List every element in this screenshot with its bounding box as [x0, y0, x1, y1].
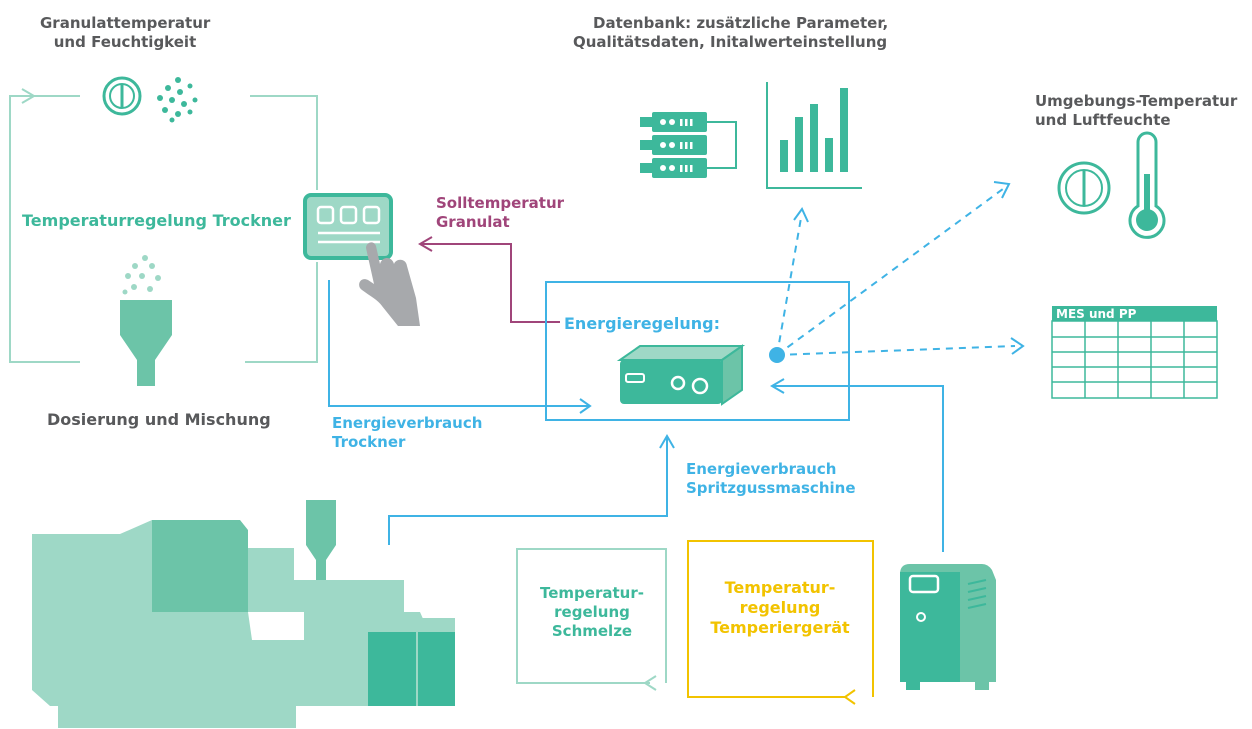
- bar-chart-icon: [766, 82, 862, 189]
- thermometer-icon: [1128, 131, 1166, 239]
- data-connection-lines: [776, 185, 1016, 356]
- temperaturregelung-trockner-label: Temperaturregelung Trockner: [22, 211, 291, 230]
- temperiergeraet-line-2: regelung: [739, 598, 821, 617]
- dosing-hopper-icon: [120, 300, 172, 386]
- temperiergeraet-line-1: Temperatur-: [724, 578, 836, 597]
- schmelze-line-3: Schmelze: [551, 622, 633, 640]
- tempering-energy-arrow: [770, 378, 944, 552]
- energieverbrauch-trockner-line-1: Energieverbrauch: [332, 414, 483, 432]
- temperaturregelung-schmelze-label: Temperatur- regelung Schmelze: [522, 584, 662, 641]
- granules-icon: [157, 77, 198, 123]
- energieverbrauch-trockner-line-2: Trockner: [332, 433, 406, 451]
- energieregelung-label: Energieregelung:: [564, 314, 721, 333]
- energieverbrauch-spritzguss-line-2: Spritzgussmaschine: [686, 479, 856, 497]
- machine-energy-arrow: [388, 434, 675, 545]
- thermometer-dial-icon: [102, 76, 142, 116]
- granulat-label-line-2: und Feuchtigkeit: [53, 33, 197, 51]
- umgebung-label-line-1: Umgebungs-Temperatur: [1035, 92, 1238, 110]
- solltemperatur-label-line-2: Granulat: [436, 213, 510, 231]
- dryer-energy-arrow: [328, 280, 592, 414]
- umgebung-label: Umgebungs-Temperatur und Luftfeuchte: [1035, 92, 1237, 130]
- data-arrowheads: [793, 181, 1025, 355]
- tempering-unit-icon: [900, 564, 996, 690]
- mes-table-icon: [1051, 306, 1218, 399]
- energieverbrauch-spritzguss-label: Energieverbrauch Spritzgussmaschine: [686, 460, 856, 498]
- datenbank-label-line-1: Datenbank: zusätzliche Parameter,: [593, 14, 889, 32]
- setpoint-arrow: [418, 236, 560, 323]
- granules-icon: [122, 255, 161, 295]
- energieverbrauch-spritzguss-line-1: Energieverbrauch: [686, 460, 837, 478]
- datenbank-label-line-2: Qualitätsdaten, Initalwerteinstellung: [573, 33, 888, 51]
- data-hub-dot: [769, 347, 785, 363]
- umgebung-label-line-2: und Luftfeuchte: [1035, 111, 1171, 129]
- hygrometer-dial-icon: [1057, 161, 1111, 215]
- datenbank-label: Datenbank: zusätzliche Parameter, Qualit…: [573, 14, 889, 52]
- mes-label: MES und PP: [1056, 307, 1137, 321]
- temperiergeraet-line-3: Temperiergerät: [710, 618, 850, 637]
- schmelze-line-2: regelung: [554, 603, 630, 621]
- hand-icon: [359, 242, 420, 326]
- temperaturregelung-temperiergeraet-label: Temperatur- regelung Temperiergerät: [694, 578, 866, 638]
- database-server-icon: [640, 112, 737, 178]
- dosierung-label: Dosierung und Mischung: [47, 410, 271, 429]
- energy-control-box: [545, 281, 850, 421]
- control-panel-icon: [303, 193, 393, 260]
- injection-molding-machine-icon: [32, 500, 455, 728]
- melt-control-box: [516, 548, 667, 691]
- tempering-device-box: [687, 540, 874, 705]
- granulat-loop-lines: [9, 88, 318, 363]
- solltemperatur-label-line-1: Solltemperatur: [436, 194, 565, 212]
- granulat-label: Granulattemperatur und Feuchtigkeit: [40, 14, 210, 52]
- controller-device-icon: [616, 344, 746, 406]
- schmelze-line-1: Temperatur-: [540, 584, 644, 602]
- solltemperatur-label: Solltemperatur Granulat: [436, 194, 564, 232]
- granulat-label-line-1: Granulattemperatur: [40, 14, 211, 32]
- energieverbrauch-trockner-label: Energieverbrauch Trockner: [332, 414, 482, 452]
